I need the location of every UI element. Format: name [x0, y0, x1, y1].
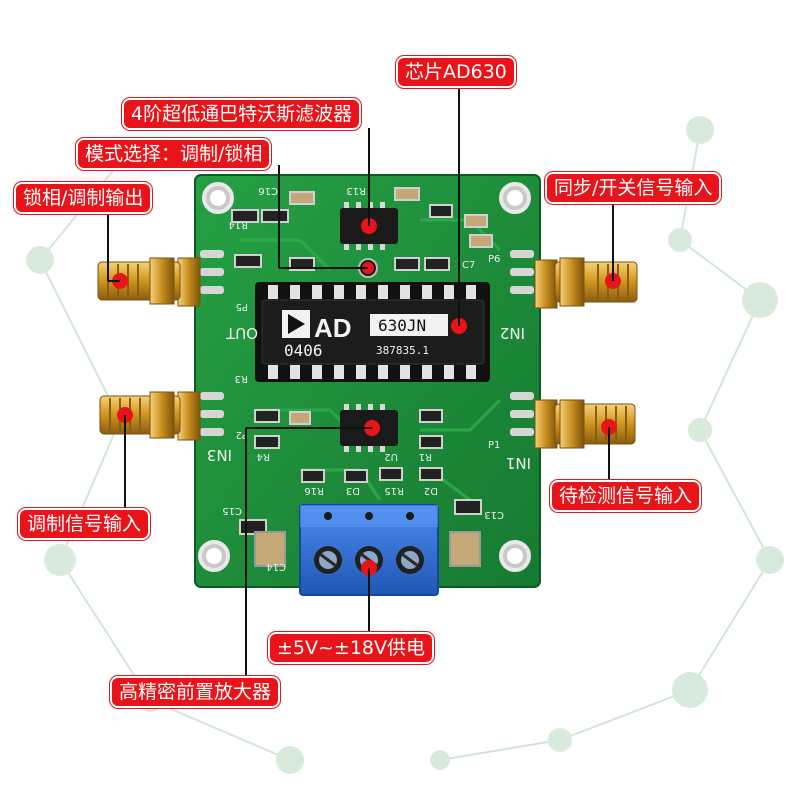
- silkscreen: OUT P5 IN2 IN3 IN1 P1 P2 P6 C7 C13 C14 C…: [207, 185, 531, 572]
- silk-r3: R3: [235, 373, 248, 384]
- silk-in1: IN1: [506, 454, 531, 472]
- silk-r4: R4: [257, 451, 270, 462]
- callout-leader-lines: [107, 84, 614, 676]
- chip-lot-text: 387835.1: [376, 344, 429, 357]
- sma-modulation-input-connector[interactable]: [99, 391, 201, 441]
- silk-d3: D3: [346, 485, 360, 496]
- callout-modulation-input: 调制信号输入: [18, 508, 151, 540]
- dip-pins-bottom: [268, 365, 476, 379]
- silk-r13: R13: [346, 185, 366, 196]
- silk-r14: R14: [228, 219, 248, 230]
- silk-r16: R16: [304, 485, 324, 496]
- sma-sync-input-connector[interactable]: [534, 257, 638, 309]
- ad630-chip: AD 630JN 0406 387835.1: [255, 282, 490, 382]
- silk-c14: C14: [266, 561, 286, 572]
- callout-butterworth-filter: 4阶超低通巴特沃斯滤波器: [122, 98, 362, 130]
- sma-detect-input-connector[interactable]: [534, 399, 636, 449]
- mounting-holes: [198, 182, 531, 572]
- callout-chip-ad630: 芯片AD630: [396, 56, 516, 88]
- callout-mode-select: 模式选择：调制/锁相: [76, 138, 272, 170]
- silk-p2: P2: [236, 429, 248, 440]
- silk-c13: C13: [484, 509, 504, 520]
- smd-components: [231, 187, 493, 567]
- silk-p5: P5: [236, 301, 248, 312]
- callout-preamplifier: 高精密前置放大器: [110, 676, 281, 708]
- analog-devices-logo-mark: [288, 314, 305, 334]
- silk-in3: IN3: [207, 446, 232, 464]
- silk-u2: U2: [384, 451, 398, 462]
- dip-pins-top: [268, 285, 476, 299]
- callout-detect-input: 待检测信号输入: [550, 480, 702, 512]
- silk-c15: C15: [222, 505, 242, 516]
- chip-logo-text: AD: [314, 313, 352, 343]
- silk-out: OUT: [225, 324, 258, 342]
- sma-output-connector[interactable]: [97, 257, 201, 307]
- silk-in2: IN2: [500, 324, 525, 342]
- silk-r1: R1: [419, 451, 432, 462]
- silk-d2: D2: [424, 485, 438, 496]
- callout-lockin-output: 锁相/调制输出: [14, 182, 153, 214]
- silk-p1: P1: [488, 440, 500, 451]
- callout-sync-input: 同步/开关信号输入: [545, 172, 722, 204]
- silk-r15: R15: [384, 485, 404, 496]
- header-pins: [200, 250, 534, 436]
- silk-p6: P6: [488, 254, 500, 265]
- silk-c16: C16: [258, 185, 278, 196]
- callout-power-supply: ±5V~±18V供电: [268, 632, 435, 664]
- chip-part-text: 630JN: [378, 316, 426, 335]
- chip-date-text: 0406: [284, 341, 323, 360]
- silk-c7: C7: [462, 260, 475, 271]
